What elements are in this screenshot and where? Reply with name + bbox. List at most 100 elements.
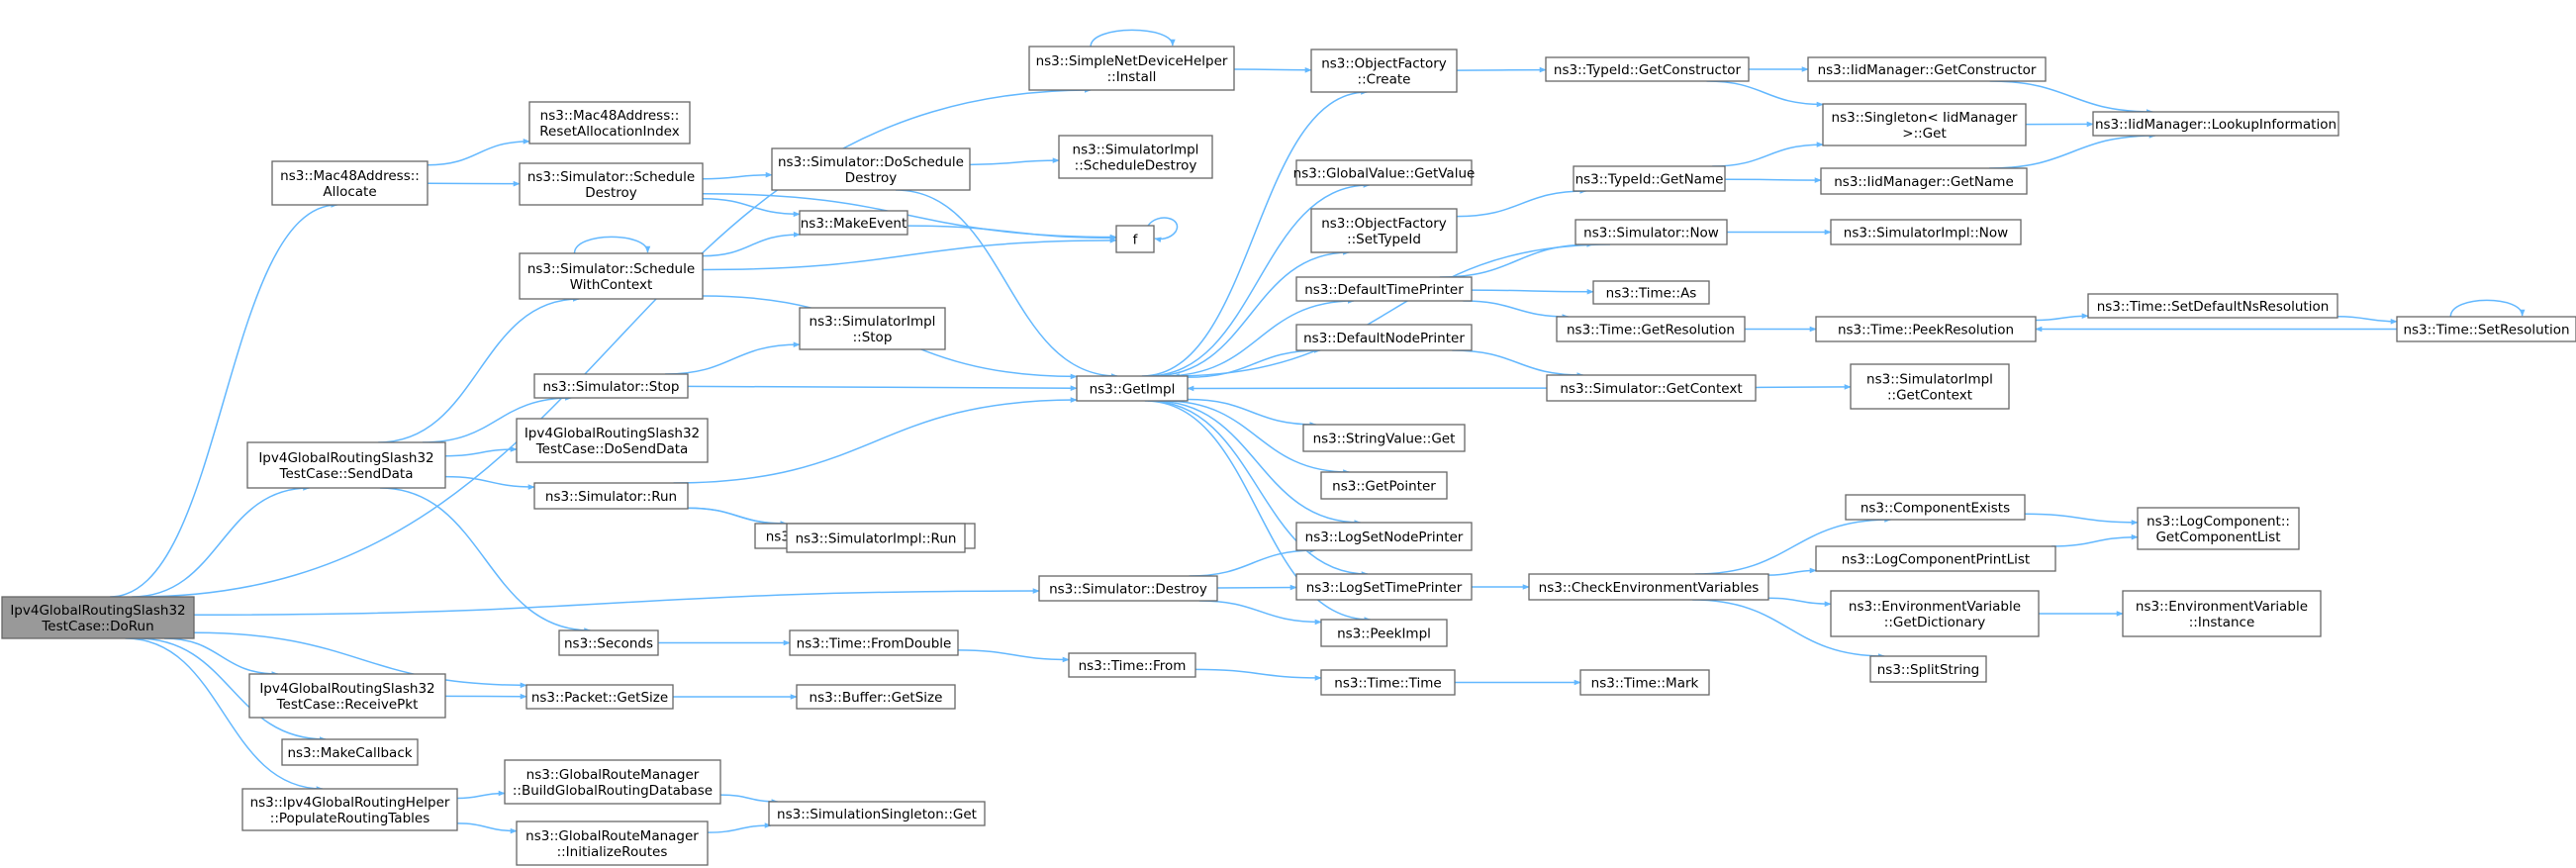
edge-check_env-to-comp_exists xyxy=(1694,517,1892,575)
node-label: ::ScheduleDestroy xyxy=(1075,158,1197,174)
node-make-event[interactable]: ns3::MakeEvent xyxy=(799,210,908,236)
node-log-time-printer[interactable]: ns3::LogSetTimePrinter xyxy=(1295,573,1473,601)
node-iid-get-ctor[interactable]: ns3::IidManager::GetConstructor xyxy=(1807,56,2047,82)
node-init-routes[interactable]: ns3::GlobalRouteManager::InitializeRoute… xyxy=(516,820,709,866)
node-get-pointer[interactable]: ns3::GetPointer xyxy=(1320,471,1448,500)
node-time-from[interactable]: ns3::Time::From xyxy=(1068,652,1196,678)
node-time-mark[interactable]: ns3::Time::Mark xyxy=(1579,669,1710,696)
node-peek-impl[interactable]: ns3::PeekImpl xyxy=(1320,619,1448,647)
node-comp-exists[interactable]: ns3::ComponentExists xyxy=(1845,494,2026,521)
node-impl-sched-destroy[interactable]: ns3::SimulatorImpl::ScheduleDestroy xyxy=(1058,135,1213,179)
node-def-time-printer[interactable]: ns3::DefaultTimePrinter xyxy=(1295,276,1473,302)
node-mac-reset[interactable]: ns3::Mac48Address::ResetAllocationIndex xyxy=(528,101,691,145)
node-time-time[interactable]: ns3::Time::Time xyxy=(1320,669,1456,696)
edge-do_sched_destroy-to-get_impl xyxy=(896,189,1118,379)
node-f[interactable]: f xyxy=(1115,225,1155,253)
edge-get_impl-to-log_time_printer xyxy=(1147,400,1369,577)
node-sim-getctx[interactable]: ns3::Simulator::GetContext xyxy=(1546,374,1757,402)
node-peek-res[interactable]: ns3::Time::PeekResolution xyxy=(1815,316,2037,342)
node-get-ctor[interactable]: ns3::TypeId::GetConstructor xyxy=(1545,56,1750,82)
edge-sim_destroy-to-peek_impl xyxy=(1198,600,1322,626)
node-sim-destroy[interactable]: ns3::Simulator::Destroy xyxy=(1038,575,1218,602)
node-box xyxy=(768,801,986,826)
edge-iid_get_ctor-to-lookup xyxy=(1989,80,2153,115)
node-populate[interactable]: ns3::Ipv4GlobalRoutingHelper::PopulateRo… xyxy=(241,788,458,831)
node-label: ns3::IidManager::LookupInformation xyxy=(2095,117,2337,133)
node-label: ns3::SimulatorImpl::Now xyxy=(1844,226,2008,241)
node-split-string[interactable]: ns3::SplitString xyxy=(1869,655,1987,683)
node-label: Ipv4GlobalRoutingSlash32 xyxy=(258,450,433,466)
node-make-cb[interactable]: ns3::MakeCallback xyxy=(281,738,419,766)
node-sim-stop[interactable]: ns3::Simulator::Stop xyxy=(533,373,689,399)
node-label: ns3::Time::As xyxy=(1606,286,1697,302)
edge-send_data-to-sim_stop xyxy=(422,395,573,443)
node-buffer-size[interactable]: ns3::Buffer::GetSize xyxy=(796,684,956,710)
node-label: ns3::PeekImpl xyxy=(1337,627,1431,642)
node-label: TestCase::DoSendData xyxy=(535,441,689,457)
node-singleton-get[interactable]: ns3::Singleton< IidManager >::Get xyxy=(1822,103,2027,146)
node-impl-getctx[interactable]: ns3::SimulatorImpl::GetContext xyxy=(1850,363,2010,410)
node-typeid-getname[interactable]: ns3::TypeId::GetName xyxy=(1573,165,1726,192)
node-box xyxy=(271,160,429,206)
node-env-dict[interactable]: ns3::EnvironmentVariable::GetDictionary xyxy=(1830,590,2040,637)
node-log-print-list[interactable]: ns3::LogComponentPrintList xyxy=(1815,545,2056,572)
node-gv-getvalue[interactable]: ns3::GlobalValue::GetValue xyxy=(1293,159,1476,186)
node-string-get[interactable]: ns3::StringValue::Get xyxy=(1302,424,1466,452)
node-log-node-printer[interactable]: ns3::LogSetNodePrinter xyxy=(1295,522,1473,551)
node-do-send-data[interactable]: Ipv4GlobalRoutingSlash32TestCase::DoSend… xyxy=(516,418,709,463)
node-sim-run[interactable]: ns3::Simulator::Run xyxy=(533,482,689,510)
node-label: Allocate xyxy=(323,184,376,200)
node-lookup[interactable]: ns3::IidManager::LookupInformation xyxy=(2092,111,2339,137)
node-time-getres[interactable]: ns3::Time::GetResolution xyxy=(1556,316,1746,342)
node-env-instance[interactable]: ns3::EnvironmentVariable::Instance xyxy=(2122,590,2322,637)
node-box xyxy=(1830,590,2040,637)
node-from-double[interactable]: ns3::Time::FromDouble xyxy=(789,629,959,656)
node-label: ns3::Time::GetResolution xyxy=(1567,323,1735,338)
node-packet-size[interactable]: ns3::Packet::GetSize xyxy=(525,684,674,710)
node-check-env[interactable]: ns3::CheckEnvironmentVariables xyxy=(1528,573,1769,601)
node-send-data[interactable]: Ipv4GlobalRoutingSlash32TestCase::SendDa… xyxy=(246,441,446,489)
node-log-comp-list[interactable]: ns3::LogComponent::GetComponentList xyxy=(2137,507,2300,550)
node-of-create[interactable]: ns3::ObjectFactory::Create xyxy=(1310,48,1458,93)
node-iid-getname[interactable]: ns3::IidManager::GetName xyxy=(1820,167,2028,195)
node-build-db[interactable]: ns3::GlobalRouteManager::BuildGlobalRout… xyxy=(504,759,721,805)
node-snd-install[interactable]: ns3::SimpleNetDeviceHelper::Install xyxy=(1028,46,1235,91)
node-time-as[interactable]: ns3::Time::As xyxy=(1592,280,1710,305)
node-impl-stop[interactable]: ns3::SimulatorImpl::Stop xyxy=(799,307,946,350)
node-impl-now[interactable]: ns3::SimulatorImpl::Now xyxy=(1830,219,2022,245)
node-box xyxy=(1845,494,2026,521)
node-label: ns3::Time::PeekResolution xyxy=(1838,323,2014,338)
node-box xyxy=(1,596,195,639)
node-label: ns3::Ipv4GlobalRoutingHelper xyxy=(250,795,450,811)
node-sim-singleton[interactable]: ns3::SimulationSingleton::Get xyxy=(768,801,986,826)
edge-dorun-to-populate xyxy=(125,637,324,792)
node-set-res[interactable]: ns3::Time::SetResolution xyxy=(2396,316,2576,342)
node-box xyxy=(2087,293,2338,319)
edge-sim_now-to-get_impl xyxy=(1172,243,1611,379)
node-box xyxy=(1822,103,2027,146)
edge-get_impl-to-string_get xyxy=(1187,398,1317,428)
node-sim-now[interactable]: ns3::Simulator::Now xyxy=(1574,219,1728,245)
node-set-def-ns[interactable]: ns3::Time::SetDefaultNsResolution xyxy=(2087,293,2338,319)
node-label: ns3::Time::SetResolution xyxy=(2403,323,2569,338)
edge-get_impl-to-def_time_printer xyxy=(1163,298,1355,377)
edge-set_res-self-loop xyxy=(2449,299,2526,318)
node-label: ::Stop xyxy=(853,330,893,345)
node-get-impl[interactable]: ns3::GetImpl xyxy=(1076,375,1189,402)
node-box xyxy=(799,210,908,236)
node-box xyxy=(789,629,959,656)
node-def-node-printer[interactable]: ns3::DefaultNodePrinter xyxy=(1295,324,1473,351)
node-label: ::InitializeRoutes xyxy=(557,844,668,860)
node-impl-run[interactable]: ns3::SimulatorImpl::Run xyxy=(786,523,966,553)
node-label: ns3::GlobalRouteManager xyxy=(525,828,699,844)
node-label: ns3::GetPointer xyxy=(1332,479,1436,495)
node-of-settypeid[interactable]: ns3::ObjectFactory::SetTypeId xyxy=(1310,208,1458,253)
node-receive-pkt[interactable]: Ipv4GlobalRoutingSlash32TestCase::Receiv… xyxy=(248,673,446,719)
node-seconds[interactable]: ns3::Seconds xyxy=(558,629,659,656)
node-mac-alloc[interactable]: ns3::Mac48Address::Allocate xyxy=(271,160,429,206)
node-sched-destroy[interactable]: ns3::Simulator::ScheduleDestroy xyxy=(519,162,704,206)
edge-get_ctor-to-singleton_get xyxy=(1706,80,1824,108)
